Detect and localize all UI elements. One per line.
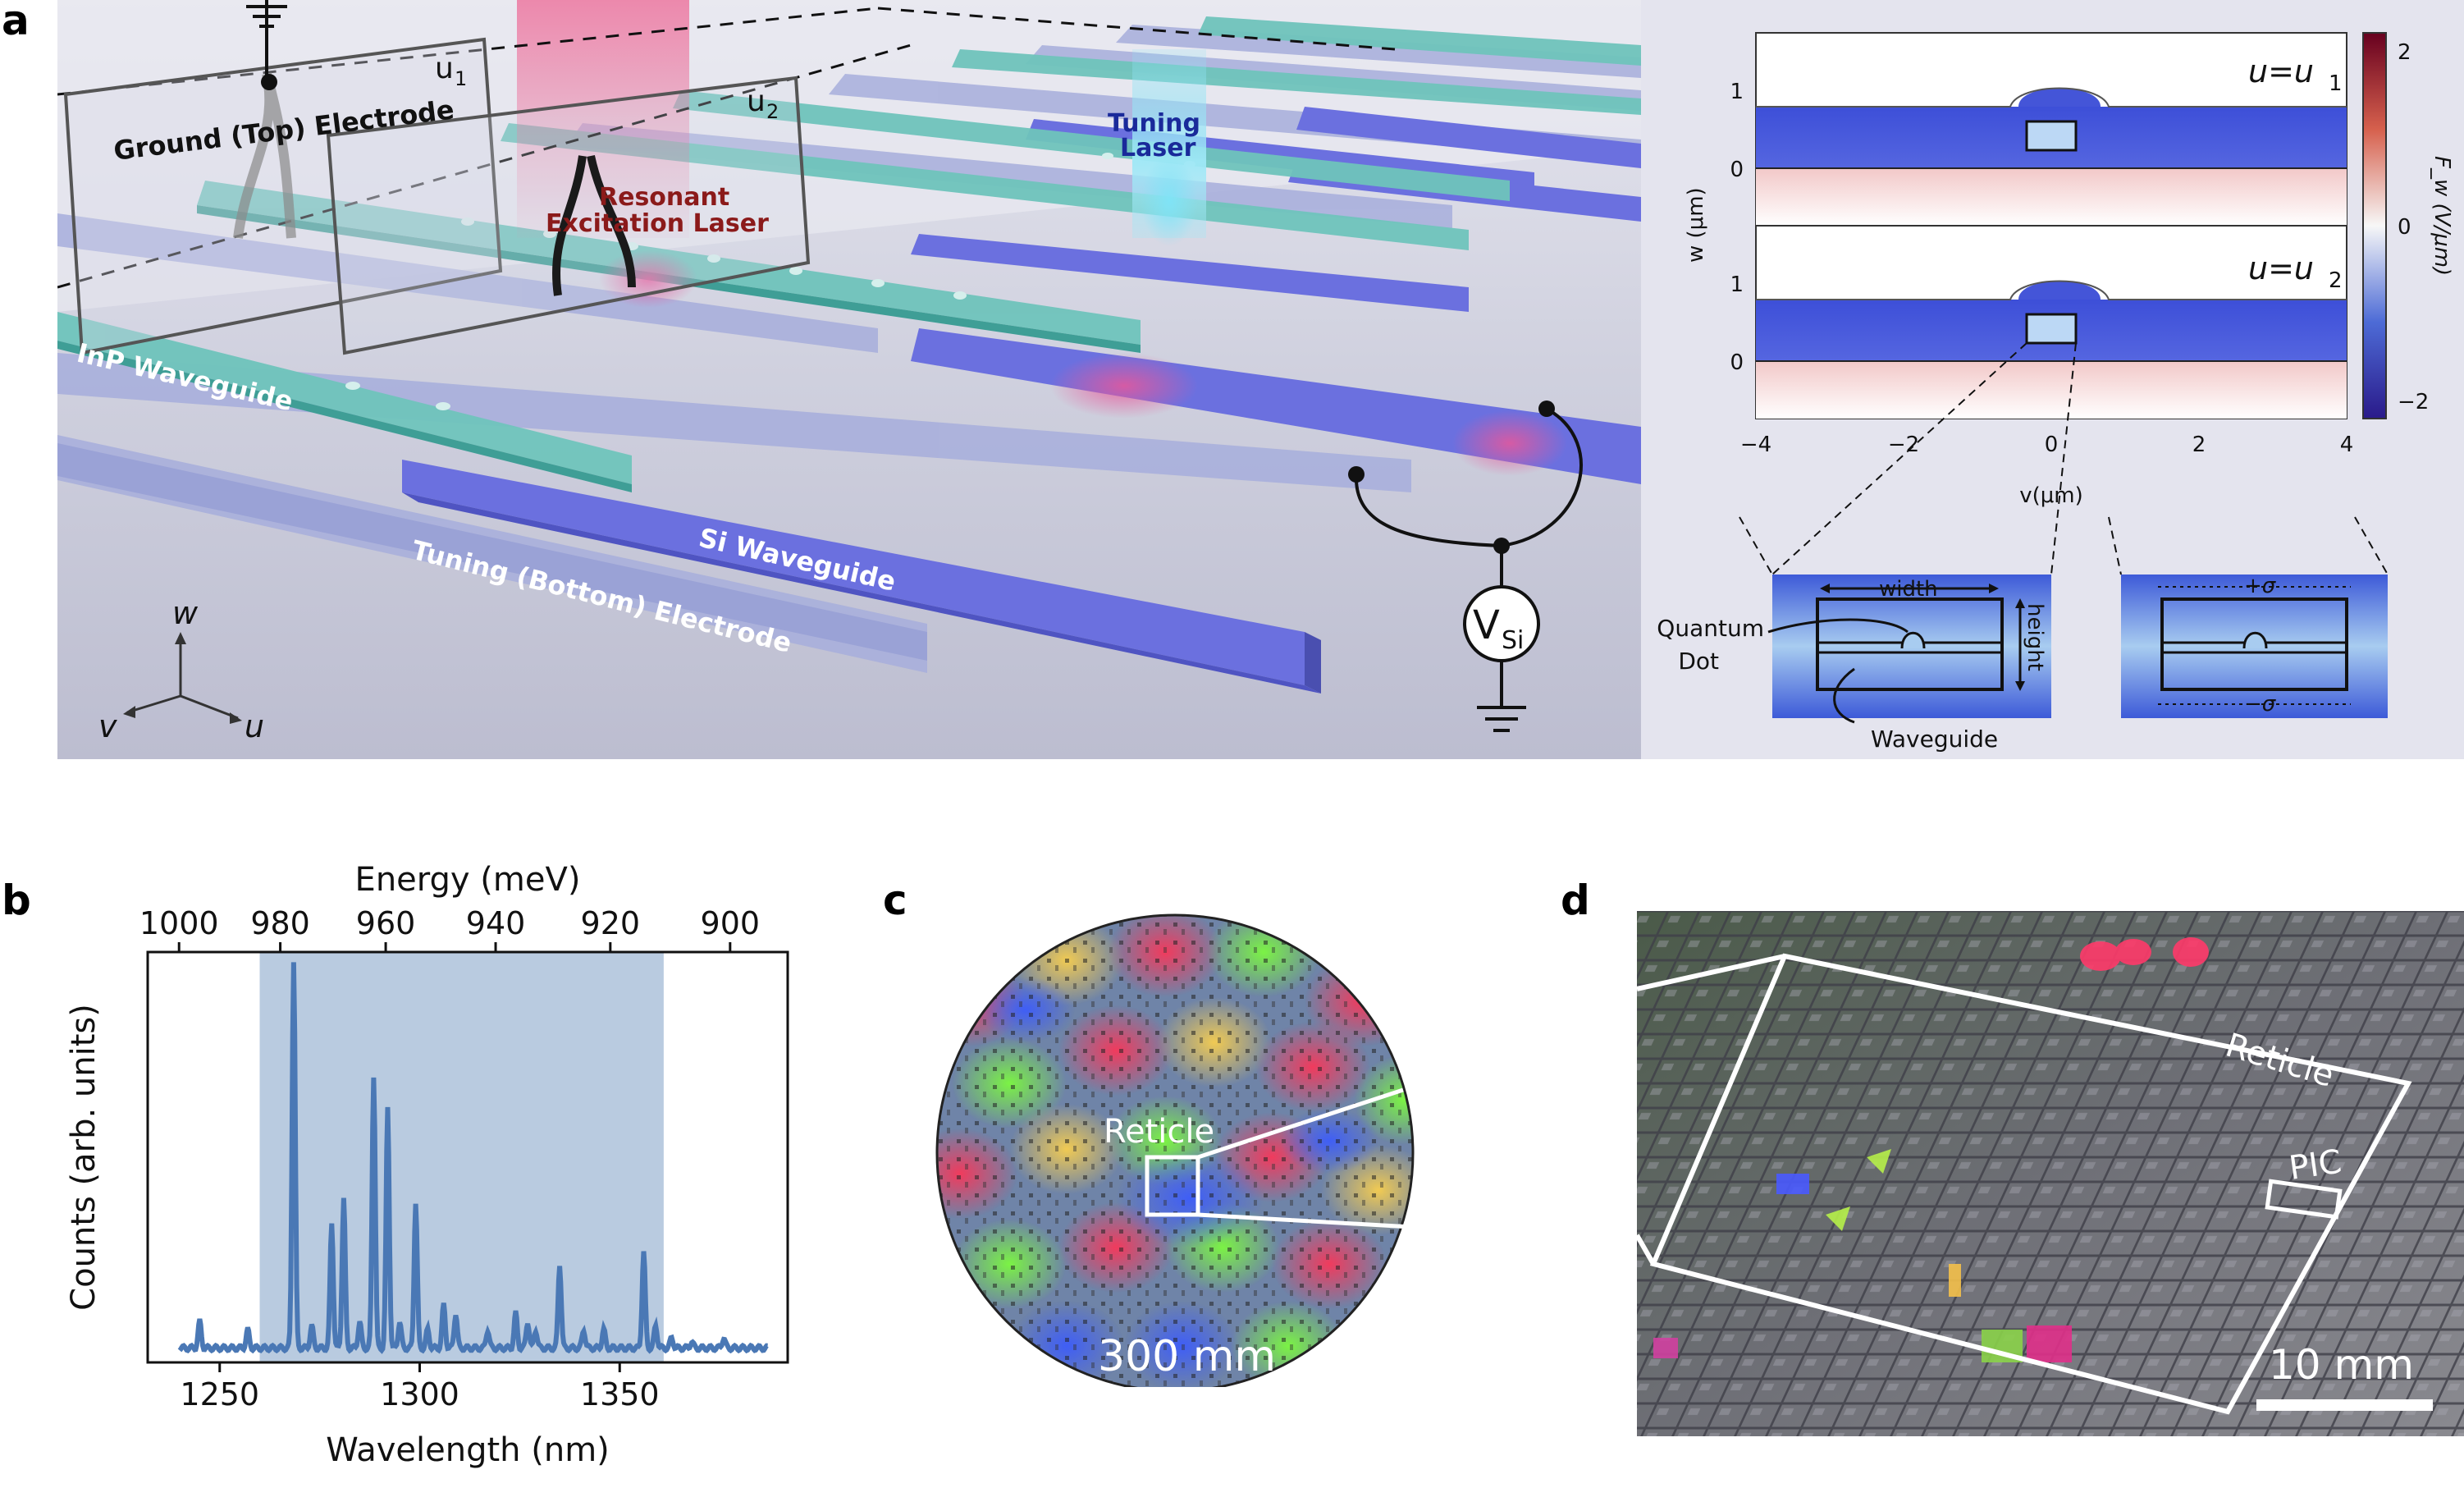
- panel-b-letter: b: [2, 877, 31, 924]
- cbar-label: F_w (V/μm): [2430, 156, 2454, 276]
- reticle-box-c: [1145, 1155, 1200, 1217]
- resonant-laser-label-1: Resonant: [599, 183, 729, 212]
- reticle-outline-d: [1649, 953, 2412, 1415]
- inset-geometry: [1767, 575, 2051, 724]
- chart-b-shaded-region: [259, 952, 664, 1362]
- axis-triad: [126, 636, 239, 720]
- tuning-laser-label-2: Laser: [1120, 134, 1196, 163]
- colorbar: [2362, 32, 2387, 419]
- cbar-tick-m2: −2: [2398, 390, 2429, 414]
- ytick-bot-1: 1: [1730, 272, 1744, 297]
- chip-scale-bar: [2256, 1399, 2433, 1411]
- vsi-sub: Si: [1502, 626, 1524, 655]
- resonant-laser-wire: [551, 154, 636, 296]
- chart-b-ylabel: Counts (arb. units): [65, 1004, 103, 1311]
- plot-u1-title: u=u: [2248, 53, 2314, 89]
- plot-u2-title-sub: 2: [2329, 268, 2343, 293]
- chart-b-top-tick-label: 940: [466, 905, 526, 941]
- panel-b-spectrum-chart: 1250 1300 1350 1000 980 960 940 920 900 Wavelen…: [65, 861, 789, 1469]
- chart-b-xtick-label: 1250: [180, 1376, 259, 1412]
- field-xlabel: v(μm): [2019, 483, 2083, 508]
- minus-sigma-label: −σ: [2244, 692, 2277, 716]
- ground-electrode-frame: [57, 7, 1396, 289]
- waveguide-label: Waveguide: [1871, 726, 1998, 753]
- u1-label: u: [435, 52, 454, 85]
- pic-label-d: PIC: [2287, 1142, 2344, 1187]
- chart-b-top-xlabel: Energy (meV): [355, 861, 581, 899]
- wafer-scale-label: 300 mm: [1098, 1332, 1276, 1381]
- field-plot-u1: [1755, 32, 2347, 227]
- tuning-laser-label-1: Tuning: [1108, 109, 1200, 138]
- panel-a-letter: a: [2, 0, 30, 44]
- panel-d-chip-photo: Reticle PIC 10 mm: [1637, 911, 2464, 1436]
- plus-sigma-label: +σ: [2244, 574, 2277, 598]
- xtick-3: 2: [2192, 433, 2206, 457]
- ytick-top-1: 1: [1730, 80, 1744, 104]
- plot-u2-title: u=u: [2248, 250, 2314, 286]
- panel-a-scene: V Si w v u Ground (Top) Electrode u 1 u …: [57, 0, 1641, 759]
- u1-sub: 1: [455, 67, 467, 90]
- xtick-0: −4: [1740, 433, 1771, 457]
- chart-b-top-tick-label: 960: [356, 905, 416, 941]
- chart-b-top-tick-label: 1000: [139, 905, 219, 941]
- xtick-1: −2: [1888, 433, 1919, 457]
- ytick-top-0: 0: [1730, 158, 1744, 182]
- cbar-tick-0: 0: [2398, 215, 2411, 240]
- inset-height-label: height: [2023, 603, 2047, 671]
- panel-d-letter: d: [1561, 877, 1590, 924]
- u2-label: u: [747, 85, 766, 118]
- inset-charges: [2121, 575, 2388, 718]
- axis-w-label: w: [172, 595, 199, 631]
- plot-u1-title-sub: 1: [2329, 71, 2343, 96]
- panel-c-letter: c: [883, 877, 907, 924]
- field-plot-u2: [1755, 225, 2347, 419]
- vsi-label: V: [1473, 602, 1500, 648]
- ground-electrode-legs: [233, 72, 296, 239]
- inp-waveguides: [57, 16, 1641, 484]
- chart-b-xlabel: Wavelength (nm): [326, 1431, 610, 1469]
- chip-scale-label: 10 mm: [2269, 1341, 2414, 1389]
- inset-width-label: width: [1879, 577, 1938, 602]
- u2-sub: 2: [766, 100, 779, 123]
- axis-u-label: u: [245, 708, 264, 744]
- chart-b-xtick-label: 1300: [380, 1376, 459, 1412]
- panel-c-wafer-photo: Reticle 300 mm: [935, 913, 1415, 1387]
- xtick-2: 0: [2045, 433, 2059, 457]
- ground-symbol-top: [246, 0, 287, 82]
- qd-label-1: Quantum: [1657, 615, 1764, 642]
- reticle-label-c: Reticle: [1104, 1113, 1214, 1151]
- chart-b-series-line: [177, 962, 769, 1354]
- chart-b-top-tick-label: 900: [701, 905, 761, 941]
- panel-a-field-plots: u=u 1 u=u 2 1 0 1 0 w (μm) −4 −2 0 2 4 v…: [1641, 0, 2464, 759]
- pic-box-d: [2265, 1179, 2343, 1220]
- field-ylabel: w (μm): [1684, 187, 1708, 263]
- xtick-4: 4: [2340, 433, 2354, 457]
- tuning-electrode-front: [57, 443, 927, 661]
- chart-b-top-tick-label: 980: [250, 905, 310, 941]
- ytick-bot-0: 0: [1730, 350, 1744, 375]
- chart-b-xtick-label: 1350: [580, 1376, 660, 1412]
- vsi-source: [1463, 585, 1540, 662]
- cbar-tick-2: 2: [2398, 40, 2411, 65]
- resonant-laser-label-2: Excitation Laser: [546, 209, 769, 238]
- qd-label-2: Dot: [1678, 648, 1719, 675]
- axis-v-label: v: [98, 708, 117, 744]
- chart-b-top-tick-label: 920: [581, 905, 641, 941]
